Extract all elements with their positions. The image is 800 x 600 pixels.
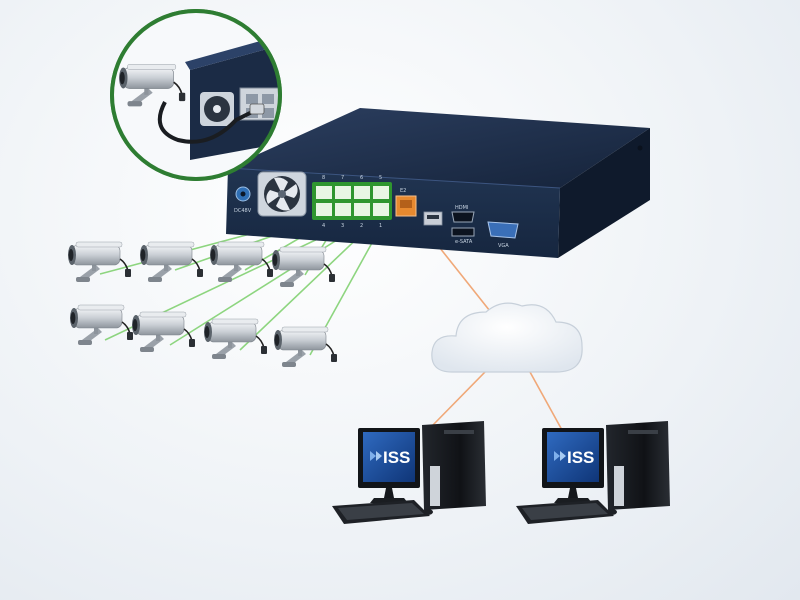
nvr-recorder: DC48V 8 7 [226,108,650,258]
cloud-icon [431,302,583,373]
computer-icon: ISS [332,421,486,524]
fan-icon [257,171,307,217]
workstation-1: ISS [332,421,486,524]
camera-icon [139,241,204,283]
svg-text:1: 1 [379,223,382,229]
computer-icon: ISS [516,421,670,524]
camera-icon [271,246,336,288]
poe-port-block: 8 7 6 5 4 3 2 1 [312,175,392,229]
svg-text:2: 2 [360,223,363,229]
power-connector: DC48V [234,186,252,214]
svg-text:6: 6 [360,175,363,181]
svg-text:HDMI: HDMI [455,205,468,211]
camera-icon [131,311,196,353]
hdmi-port: HDMI [451,205,475,223]
svg-text:E2: E2 [400,188,406,194]
usb-port [423,211,443,226]
camera-icon [69,304,134,346]
brand-logo-text: ISS [383,448,410,467]
poe-connection-inset [110,9,282,181]
svg-text:3: 3 [341,223,344,229]
camera-icon [273,326,338,368]
svg-text:DC48V: DC48V [234,208,252,214]
camera-icon [67,241,132,283]
workstation-2: ISS [516,421,670,524]
uplink-port: E2 [395,188,417,217]
esata-port: e-SATA [451,227,475,245]
brand-logo-text: ISS [567,448,594,467]
vga-port: VGA [487,221,519,249]
svg-text:7: 7 [341,175,344,181]
svg-text:e-SATA: e-SATA [455,239,473,245]
svg-text:8: 8 [322,175,325,181]
svg-text:5: 5 [379,175,382,181]
camera-icon [203,318,268,360]
svg-text:4: 4 [322,223,325,229]
ethernet-port-icon [316,186,389,216]
svg-text:VGA: VGA [498,243,509,249]
